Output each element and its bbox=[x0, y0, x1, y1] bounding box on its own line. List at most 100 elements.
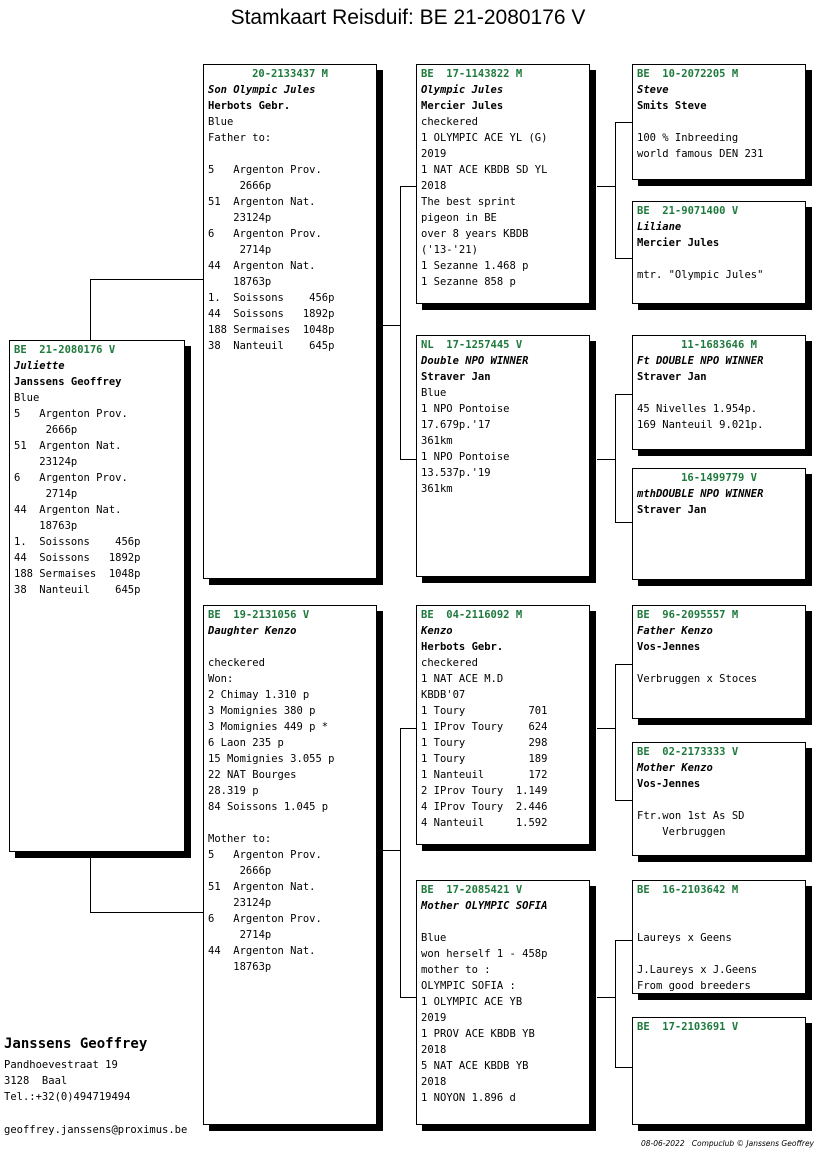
pigeon-name: Juliette bbox=[14, 360, 65, 372]
card-line: 1 Toury 701 bbox=[421, 705, 548, 717]
connector-line bbox=[615, 522, 633, 523]
card-line: OLYMPIC SOFIA : bbox=[421, 980, 516, 992]
card-line: KBDB'07 bbox=[421, 689, 466, 701]
connector-line bbox=[90, 279, 205, 280]
connector-line bbox=[383, 850, 400, 851]
card-line: 1 OLYMPIC ACE YL (G) bbox=[421, 132, 548, 144]
card-line: 1. Soissons 456p bbox=[208, 292, 335, 304]
ring-number: NL 17-1257445 V bbox=[421, 339, 523, 351]
owner-email: geoffrey.janssens@proximus.be bbox=[4, 1124, 188, 1136]
breeder-name: Vos-Jennes bbox=[637, 641, 701, 653]
card-line: 6 Laon 235 p bbox=[208, 737, 284, 749]
card-line: checkered bbox=[208, 657, 265, 669]
card-line: 2 IProv Toury 1.149 bbox=[421, 785, 548, 797]
card-line: 1 NAT ACE M.D bbox=[421, 673, 504, 685]
connector-line bbox=[615, 122, 616, 259]
card-line: 2019 bbox=[421, 1012, 447, 1024]
card-line: Father to: bbox=[208, 132, 272, 144]
card-line: 23124p bbox=[208, 212, 272, 224]
connector-line bbox=[615, 258, 633, 259]
card-line: 4 IProv Toury 2.446 bbox=[421, 801, 548, 813]
card-line: 2666p bbox=[208, 180, 272, 192]
card-line: over 8 years KBDB bbox=[421, 228, 529, 240]
pigeon-name bbox=[637, 898, 805, 914]
ring-number: BE 21-9071400 V bbox=[637, 205, 739, 217]
card-line: 23124p bbox=[208, 897, 272, 909]
card-line: 38 Nanteuil 645p bbox=[208, 340, 335, 352]
breeder-name bbox=[208, 639, 376, 655]
card-line: 4 Nanteuil 1.592 bbox=[421, 817, 548, 829]
card-line bbox=[208, 146, 376, 162]
ring-number: BE 16-2103642 M bbox=[637, 884, 739, 896]
card-line: 1 OLYMPIC ACE YB bbox=[421, 996, 523, 1008]
breeder-name bbox=[421, 914, 589, 930]
card-line: 1 PROV ACE KBDB YB bbox=[421, 1028, 535, 1040]
pigeon-name: Daughter Kenzo bbox=[208, 625, 297, 637]
card-line: 44 Argenton Nat. bbox=[14, 504, 122, 516]
card-line: 2666p bbox=[208, 865, 272, 877]
pedigree-card-ddd: BE 17-2103691 VSuperrasduivenBreeding he… bbox=[632, 1017, 806, 1125]
owner-address-street: Pandhoevestraat 19 bbox=[4, 1059, 118, 1071]
card-line: 5 Argenton Prov. bbox=[208, 849, 322, 861]
card-line: 51 Argenton Nat. bbox=[208, 196, 316, 208]
card-line: 6 Argenton Prov. bbox=[208, 228, 322, 240]
card-line: Blue bbox=[208, 116, 234, 128]
card-line bbox=[637, 114, 805, 130]
card-line: 1 Toury 189 bbox=[421, 753, 548, 765]
card-line: Blue bbox=[14, 392, 40, 404]
owner-name: Janssens Geoffrey bbox=[4, 1036, 148, 1052]
card-line: 44 Argenton Nat. bbox=[208, 260, 316, 272]
ring-number: BE 17-2085421 V bbox=[421, 884, 523, 896]
card-line: 100 % Inbreeding bbox=[637, 132, 739, 144]
card-line: 2666p bbox=[14, 424, 78, 436]
card-line: Verbruggen bbox=[637, 826, 726, 838]
card-line: mother to : bbox=[421, 964, 491, 976]
card-line: checkered bbox=[421, 116, 478, 128]
card-line: 2018 bbox=[421, 180, 447, 192]
pigeon-name: Father Kenzo bbox=[637, 625, 713, 637]
card-line: Mother to: bbox=[208, 833, 272, 845]
card-line bbox=[208, 815, 376, 831]
connector-line bbox=[90, 912, 205, 913]
connector-line bbox=[597, 728, 615, 729]
card-line: 6 Argenton Prov. bbox=[208, 913, 322, 925]
card-line: J.Laureys x J.Geens bbox=[637, 964, 758, 976]
card-line: 22 NAT Bourges bbox=[208, 769, 297, 781]
card-line: 2 Chimay 1.310 p bbox=[208, 689, 310, 701]
connector-line bbox=[615, 394, 633, 395]
card-line: Won: bbox=[208, 673, 234, 685]
connector-line bbox=[400, 186, 401, 460]
ring-number: BE 17-1143822 M bbox=[421, 68, 523, 80]
card-line: 1 NOYON 1.896 d bbox=[421, 1092, 516, 1104]
breeder-name: Straver Jan bbox=[637, 371, 707, 383]
card-line: 18763p bbox=[14, 520, 78, 532]
card-line: 51 Argenton Nat. bbox=[14, 440, 122, 452]
card-line: 13.537p.'19 bbox=[421, 467, 491, 479]
ring-number: BE 04-2116092 M bbox=[421, 609, 523, 621]
connector-line bbox=[615, 800, 633, 801]
card-line: 5 NAT ACE KBDB YB bbox=[421, 1060, 529, 1072]
card-line: 2018 bbox=[421, 1044, 447, 1056]
card-line bbox=[637, 1115, 805, 1124]
connector-line bbox=[400, 728, 418, 729]
card-line bbox=[637, 655, 805, 671]
card-line: 45 Nivelles 1.954p. bbox=[637, 403, 758, 415]
ring-number: BE 96-2095557 M bbox=[637, 609, 739, 621]
card-line: Ftr.won 1st As SD bbox=[637, 810, 745, 822]
card-line: checkered bbox=[421, 657, 478, 669]
card-line: 44 Soissons 1892p bbox=[208, 308, 335, 320]
connector-line bbox=[597, 997, 615, 998]
page-title: Stamkaart Reisduif: BE 21-2080176 V bbox=[230, 6, 586, 29]
card-line: 361km bbox=[421, 483, 453, 495]
connector-line bbox=[615, 940, 633, 941]
card-line: 188 Sermaises 1048p bbox=[208, 324, 335, 336]
card-line bbox=[637, 385, 805, 401]
